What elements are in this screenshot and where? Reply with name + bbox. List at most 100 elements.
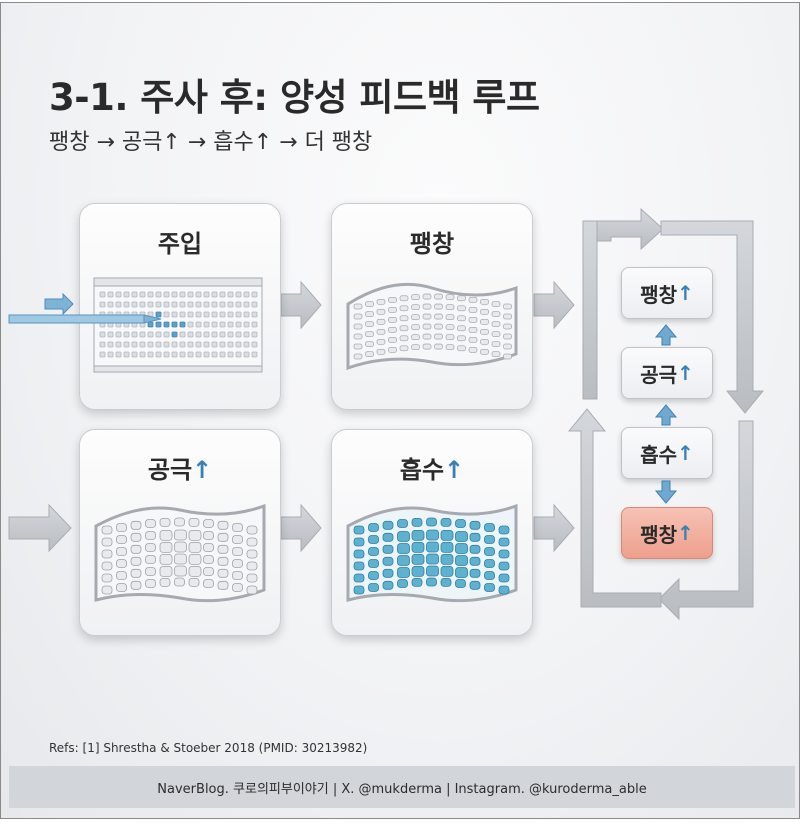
tissue-cell (411, 565, 425, 577)
tissue-cell (203, 321, 210, 328)
tissue-cell (457, 305, 466, 312)
tissue-cell (480, 348, 489, 355)
tissue-cell (163, 341, 170, 348)
tissue-cell (422, 343, 432, 350)
tissue-cell (468, 326, 478, 333)
tissue-cell (480, 328, 489, 335)
tissue-cell (480, 338, 489, 345)
tissue-cell (491, 301, 501, 308)
tissue-cell (399, 345, 409, 352)
tissue-cell (422, 313, 432, 320)
tissue-cell (411, 334, 420, 341)
tissue-cell (491, 331, 501, 338)
tissue-cell (368, 559, 379, 568)
tissue-cell (455, 579, 466, 588)
tissue-cell (445, 334, 455, 341)
tissue-cell (159, 517, 171, 527)
tissue-cell (422, 303, 432, 310)
tissue-cell (498, 525, 510, 535)
tissue-cell (376, 328, 386, 335)
panel-absorption-label: 흡수↑ (399, 456, 465, 484)
tissue-cell (203, 341, 210, 348)
tissue-cell (445, 294, 455, 301)
tissue-cell (219, 351, 226, 358)
tissue-cell (376, 318, 386, 325)
tissue-cell (115, 291, 122, 298)
up-arrow-icon (654, 404, 678, 426)
tissue-cell (235, 311, 242, 318)
tissue-cell (203, 579, 214, 588)
tissue-cell (171, 341, 178, 348)
tissue-cell (445, 314, 455, 321)
tissue-cell (251, 341, 258, 348)
tissue-cell (251, 351, 258, 358)
tissue-cell (179, 321, 186, 328)
panel-injection: 주입 (79, 203, 281, 410)
tissue-cell (139, 301, 146, 308)
tissue-cell (203, 301, 210, 308)
tissue-cell (353, 303, 363, 310)
tissue-cell (246, 585, 258, 595)
tissue-cell (491, 341, 501, 348)
tissue-cell (243, 331, 250, 338)
tissue-cell (457, 335, 466, 342)
tissue-cell (187, 321, 194, 328)
tissue-cell (382, 544, 394, 554)
tissue-cell (243, 311, 250, 318)
tissue-cell (411, 304, 420, 311)
tissue-cell (365, 311, 374, 318)
tissue-cell (145, 555, 156, 564)
down-arrow-icon (654, 480, 678, 504)
needle-illustration (8, 292, 162, 324)
tissue-cell (179, 341, 186, 348)
tissue-cell (219, 311, 226, 318)
tissue-cell (123, 301, 130, 308)
tissue-cell (434, 323, 443, 330)
loop-item-absorption: 흡수↑ (621, 427, 713, 479)
tissue-cell (145, 579, 156, 588)
tissue-cell (107, 341, 114, 348)
tissue-cell (188, 577, 200, 587)
tissue-cell (123, 331, 130, 338)
tissue-cell (468, 346, 478, 353)
tissue-cell (115, 341, 122, 348)
tissue-cell (353, 353, 363, 360)
tissue-cell (434, 303, 443, 310)
loop-item-pores: 공극↑ (621, 347, 713, 399)
tissue-cell (480, 298, 489, 305)
tissue-cell (411, 577, 423, 587)
tissue-cell (399, 295, 409, 302)
tissue-cell (219, 321, 226, 328)
tissue-cell (203, 531, 214, 540)
tissue-cell (376, 308, 386, 315)
tissue-cell (217, 556, 229, 566)
tissue-cell (145, 519, 156, 528)
tissue-cell (139, 341, 146, 348)
tissue-cell (130, 568, 142, 578)
tissue-cell (411, 344, 420, 351)
absorbing-tissue-illustration (346, 503, 518, 603)
tissue-cell (203, 567, 214, 576)
arrow-right-icon (8, 503, 72, 553)
tissue-cell (235, 351, 242, 358)
up-arrow-icon: ↑ (677, 361, 694, 385)
tissue-cell (232, 535, 243, 544)
panel-pores: 공극↑ (79, 429, 281, 636)
tissue-cell (411, 553, 425, 565)
tissue-cell (251, 301, 258, 308)
tissue-cell (179, 351, 186, 358)
tissue-cell (484, 559, 495, 568)
tissue-cell (217, 568, 229, 578)
tissue-cell (163, 331, 170, 338)
tissue-cell (484, 535, 495, 544)
tissue-cell (131, 331, 138, 338)
tissue-cell (246, 549, 258, 559)
tissue-cell (440, 565, 454, 577)
tissue-cell (107, 351, 114, 358)
tissue-cell (155, 321, 162, 328)
tissue-cell (227, 341, 234, 348)
tissue-cell (203, 351, 210, 358)
tissue-cell (99, 291, 106, 298)
tissue-cell (130, 544, 142, 554)
